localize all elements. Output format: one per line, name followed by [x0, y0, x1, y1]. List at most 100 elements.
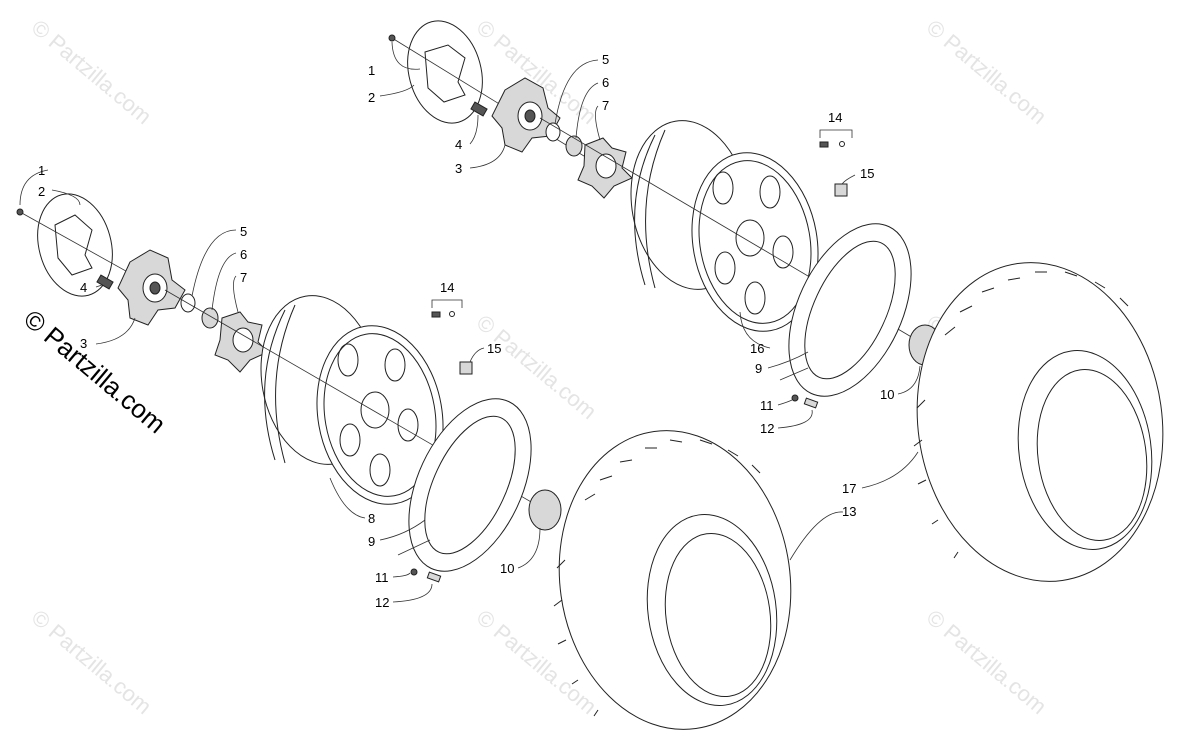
hub-nut — [565, 135, 583, 157]
brake-disc-cutout — [54, 214, 93, 276]
lug-nut — [834, 183, 848, 197]
callout-15: 15 — [487, 341, 501, 356]
beadlock-bolt — [426, 571, 442, 583]
leader-5-rear — [554, 59, 599, 125]
rim-groove — [645, 129, 666, 289]
callout-5: 5 — [240, 224, 247, 239]
hub-cap-center — [595, 153, 617, 179]
leader-11-rear — [777, 399, 793, 406]
leader-9-rear — [767, 351, 809, 369]
leader-6-rear — [575, 82, 599, 139]
callout-8: 8 — [368, 511, 375, 526]
disc-bolt — [388, 34, 396, 42]
tire-bead-inner — [664, 532, 772, 698]
callout-7: 7 — [602, 98, 609, 113]
center-cap — [528, 489, 562, 531]
leader-4-rear — [469, 114, 479, 145]
wheel-beadlock-ring — [323, 333, 437, 497]
lug-nut — [459, 361, 473, 375]
rim-groove — [634, 134, 656, 286]
callout-bracket — [397, 539, 431, 556]
callout-2: 2 — [368, 90, 375, 105]
watermark: © Partzilla.com — [922, 605, 1052, 719]
rim-window — [772, 235, 794, 269]
callout-9: 9 — [368, 534, 375, 549]
watermark: © Partzilla.com — [27, 605, 157, 719]
watermark: © Partzilla.com — [27, 15, 157, 129]
beadlock-ring — [408, 398, 532, 572]
valve-core — [449, 311, 455, 317]
callout-bracket — [779, 367, 809, 381]
valve-core — [839, 141, 845, 147]
leader-12-rear — [777, 409, 813, 429]
callout-3: 3 — [455, 161, 462, 176]
tire-tread — [944, 271, 1129, 336]
tire-bead-outer — [1017, 350, 1153, 550]
callouts-front-left: 1 2 3 4 5 6 7 8 9 10 11 12 13 14 15 — [38, 163, 856, 610]
leader-10-front — [517, 527, 541, 569]
callout-9: 9 — [755, 361, 762, 376]
callout-2: 2 — [38, 184, 45, 199]
leader-3-front — [95, 317, 136, 345]
callout-3: 3 — [80, 336, 87, 351]
callout-4: 4 — [80, 280, 87, 295]
callout-5: 5 — [602, 52, 609, 67]
hub-stud — [470, 101, 488, 117]
leader-15-rear — [841, 174, 856, 185]
rear-right-assembly — [388, 20, 1164, 582]
callout-12: 12 — [375, 595, 389, 610]
leader-10-rear — [897, 365, 921, 395]
tire-tread — [553, 559, 599, 717]
callout-12: 12 — [760, 421, 774, 436]
tire-rear — [916, 262, 1164, 582]
tire-front — [558, 430, 792, 730]
beadlock-ring-inner — [804, 240, 896, 380]
rim-center-bore — [735, 219, 765, 257]
watermark: © Partzilla.com — [922, 15, 1052, 129]
leader-5-front — [191, 229, 237, 297]
leader-6-front — [211, 252, 237, 311]
callout-1: 1 — [368, 63, 375, 78]
callouts-rear-right: 1 2 3 4 5 6 7 9 10 11 12 14 15 16 17 — [368, 52, 894, 496]
callout-16: 16 — [750, 341, 764, 356]
rim-window — [339, 423, 361, 457]
brake-disc-cutout — [424, 44, 466, 103]
callout-10: 10 — [880, 387, 894, 402]
callout-11: 11 — [760, 398, 774, 413]
leader-11-front — [392, 572, 411, 578]
leader-15-front — [469, 347, 485, 363]
rim-groove — [264, 309, 286, 461]
rim-window — [712, 171, 734, 205]
tire-bead-inner — [1036, 369, 1148, 541]
rim-window — [337, 343, 359, 377]
hub-bore — [524, 109, 536, 123]
leader-9-front — [379, 519, 426, 541]
callout-13: 13 — [842, 504, 856, 519]
rim-window — [744, 281, 766, 315]
front-left-assembly — [16, 193, 792, 730]
leader-1-rear — [391, 41, 421, 70]
rim-window — [759, 175, 781, 209]
hub-bore — [149, 281, 161, 295]
hub-stud — [96, 274, 114, 290]
leader-lines — [19, 41, 921, 603]
leader-7-front — [233, 275, 239, 313]
rim-window — [369, 453, 391, 487]
tire-bead-outer — [646, 514, 778, 706]
valve-stem — [431, 311, 441, 318]
valve-stem — [819, 141, 829, 148]
callout-1: 1 — [38, 163, 45, 178]
leader-12-front — [392, 583, 433, 603]
wheel-beadlock-ring — [698, 160, 812, 324]
leader-8-front — [329, 477, 366, 519]
tire-tread — [584, 439, 761, 501]
callout-6: 6 — [240, 247, 247, 262]
callout-11: 11 — [375, 570, 389, 585]
beadlock-ring-inner — [424, 415, 516, 555]
leader-16-rear — [739, 311, 771, 349]
leader-4-front — [95, 284, 103, 288]
washer-small — [791, 394, 799, 402]
callout-14: 14 — [828, 110, 842, 125]
washer-small — [410, 568, 418, 576]
callout-bracket — [819, 129, 853, 138]
